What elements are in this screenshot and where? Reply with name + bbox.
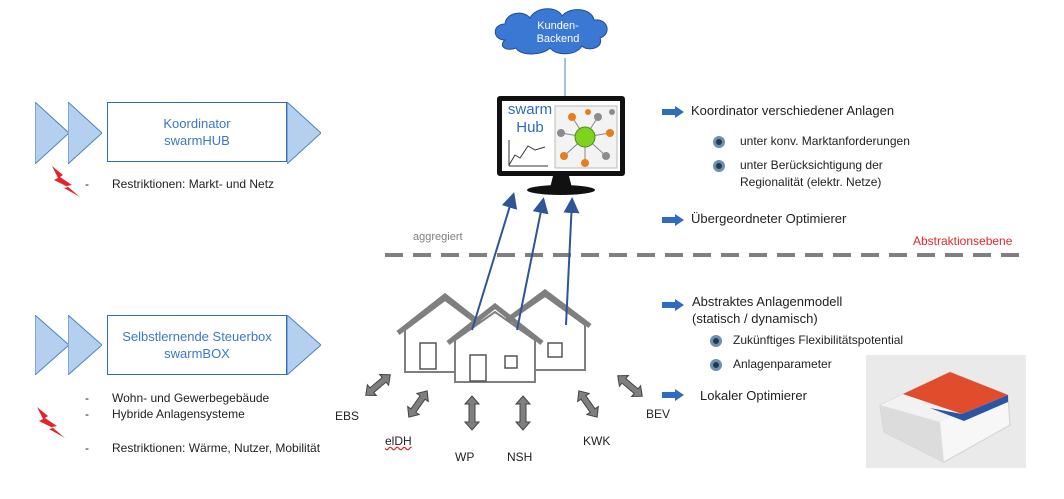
swarmbox-device-image bbox=[866, 355, 1026, 468]
arrow-bev bbox=[617, 374, 643, 398]
monitor-icon bbox=[497, 96, 625, 195]
lightning-icon-lower bbox=[37, 407, 65, 438]
steuerbox-box-line1: Selbstlernende Steuerbox bbox=[122, 329, 272, 344]
house-center bbox=[446, 302, 544, 383]
bullet-icon-4 bbox=[710, 359, 722, 371]
device-label-nsh: NSH bbox=[507, 450, 533, 464]
cloud-label-line1: Kunden- bbox=[537, 20, 579, 32]
abstraktion-label: Abstraktionsebene bbox=[913, 234, 1013, 248]
arrow-house-to-hub-1 bbox=[471, 192, 518, 331]
arrow-right-icon-3 bbox=[662, 298, 684, 316]
arrow-right-icon-2 bbox=[662, 213, 684, 231]
right-upper-sub2-line1: unter Berücksichtigung der bbox=[740, 158, 883, 172]
steuerbox-item-3: Restriktionen: Wärme, Nutzer, Mobilität bbox=[112, 441, 321, 455]
bullet-icon-3 bbox=[710, 335, 722, 347]
coordinator-box-line2: swarmHUB bbox=[164, 133, 230, 148]
cloud-label-line2: Backend bbox=[536, 33, 580, 45]
right-lower-heading2: Lokaler Optimierer bbox=[700, 388, 807, 403]
device-label-kwk: KWK bbox=[583, 434, 611, 448]
monitor-title-line2: Hub bbox=[516, 119, 544, 136]
device-label-eldh: elDH bbox=[385, 434, 412, 448]
coordinator-restriction-dash: - bbox=[85, 177, 89, 191]
right-lower-heading1-line2: (statisch / dynamisch) bbox=[692, 311, 818, 326]
device-label-bev: BEV bbox=[646, 407, 671, 421]
cloud-label: Kunden- Backend bbox=[522, 20, 594, 46]
steuerbox-box-line2: swarmBOX bbox=[164, 346, 230, 361]
chevron-icon-lower-1 bbox=[34, 313, 70, 380]
aggregiert-label: aggregiert bbox=[413, 231, 463, 243]
arrow-house-to-hub-2 bbox=[516, 197, 549, 331]
steuerbox-item-dash-2: - bbox=[85, 407, 89, 421]
chevron-icon-upper-1 bbox=[34, 100, 70, 169]
coordinator-restriction: Restriktionen: Markt- und Netz bbox=[112, 177, 275, 191]
chevron-icon-lower-3 bbox=[286, 313, 322, 380]
monitor-title-line1: swarm bbox=[507, 101, 553, 118]
steuerbox-item-dash-3: - bbox=[85, 441, 89, 455]
right-upper-heading2: Übergeordneter Optimierer bbox=[691, 211, 847, 226]
device-label-ebs: EBS bbox=[335, 409, 360, 423]
steuerbox-item-2: Hybride Anlagensysteme bbox=[112, 407, 245, 421]
arrow-ebs bbox=[365, 373, 391, 397]
arrow-right-icon-4 bbox=[662, 388, 684, 406]
lightning-icon-upper bbox=[52, 166, 80, 197]
bullet-icon-2 bbox=[713, 160, 725, 172]
arrow-nsh bbox=[514, 395, 532, 431]
steuerbox-item-dash-1: - bbox=[85, 391, 89, 405]
chevron-icon-upper-2 bbox=[67, 100, 103, 169]
right-upper-sub1: unter konv. Marktanforderungen bbox=[740, 134, 910, 148]
steuerbox-item-1: Wohn- und Gewerbegebäude bbox=[112, 391, 270, 405]
steuerbox-box: Selbstlernende Steuerbox swarmBOX bbox=[107, 315, 287, 375]
monitor-title: swarm Hub bbox=[503, 101, 557, 137]
arrow-eldh bbox=[407, 390, 429, 418]
arrow-kwk bbox=[577, 390, 599, 418]
right-lower-sub2: Anlagenparameter bbox=[733, 357, 832, 371]
right-lower-sub1: Zukünftiges Flexibilitätspotential bbox=[733, 333, 904, 347]
chevron-icon-lower-2 bbox=[67, 313, 103, 380]
device-label-wp: WP bbox=[455, 450, 475, 464]
coordinator-box: Koordinator swarmHUB bbox=[107, 102, 287, 162]
arrow-right-icon-1 bbox=[662, 105, 684, 123]
right-lower-heading1-line1: Abstraktes Anlagenmodell bbox=[692, 294, 843, 309]
arrow-house-to-hub-3 bbox=[563, 197, 580, 326]
coordinator-box-line1: Koordinator bbox=[163, 116, 231, 131]
bullet-icon-1 bbox=[713, 136, 725, 148]
arrow-wp bbox=[463, 395, 481, 431]
chevron-icon-upper-3 bbox=[286, 100, 322, 169]
right-upper-heading1: Koordinator verschiedener Anlagen bbox=[691, 103, 895, 118]
right-upper-sub2-line2: Regionalität (elektr. Netze) bbox=[740, 175, 882, 189]
cloud-icon bbox=[494, 8, 608, 55]
